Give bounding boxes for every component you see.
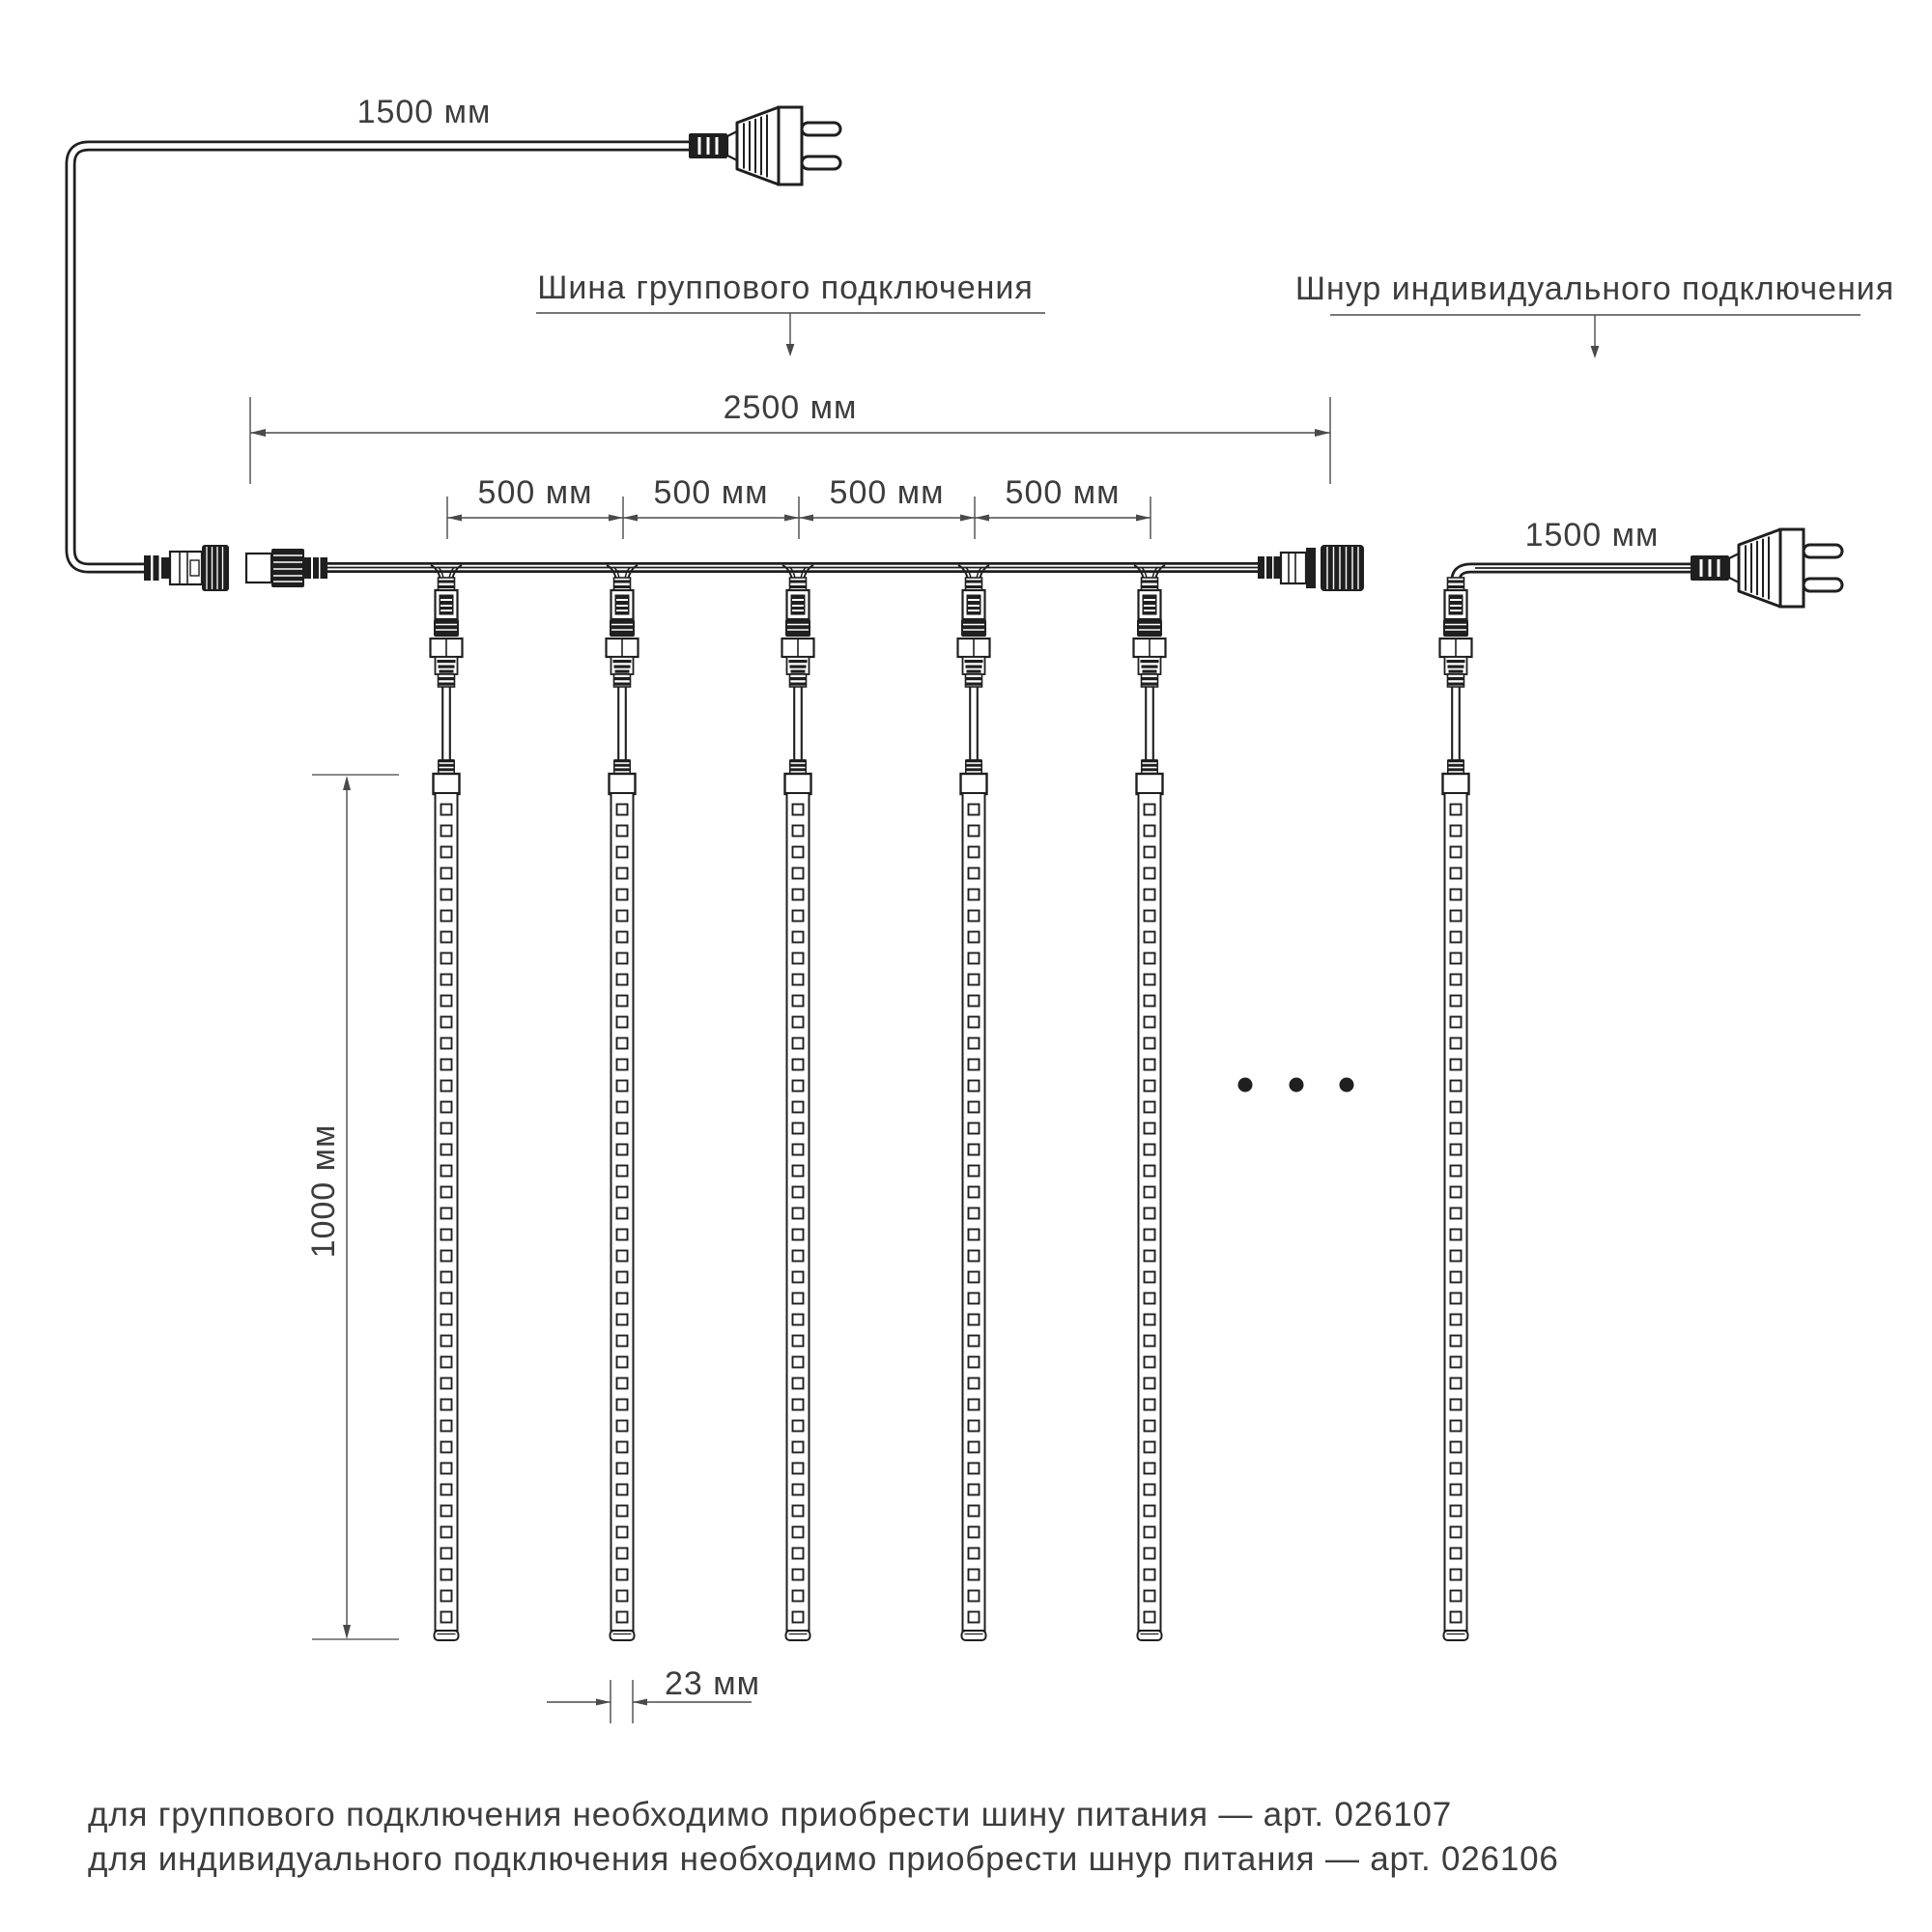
dim-individual-cord-label: 1500 мм [1525,517,1660,554]
ellipsis-dot [1237,1077,1253,1093]
connector-bus-end [1258,545,1364,591]
dim-top-cord-label: 1500 мм [357,94,492,130]
ellipsis-dots [1237,1077,1354,1093]
icicle-tube-unit [1132,576,1167,1642]
icicle-tube-unit [429,576,464,1642]
dimension-tube-diameter: 23 мм [547,1665,760,1723]
label-group-bus: Шина группового подключения [536,270,1045,356]
icicle-tube-unit-individual [1438,576,1473,1642]
dim-segment-3: 500 мм [830,474,945,511]
ellipsis-dot [1289,1077,1304,1093]
group-bus-label: Шина группового подключения [537,270,1034,306]
dimension-top-cord: 1500 мм [357,94,492,130]
dim-segment-2: 500 мм [654,474,769,511]
footnotes: для группового подключения необходимо пр… [88,1796,1559,1878]
individual-cord-label: Шнур индивидуального подключения [1295,270,1894,307]
dimension-bus-total: 2500 мм [249,389,1331,484]
dimension-individual-cord: 1500 мм [1525,517,1660,554]
top-power-plug [687,105,842,186]
dimension-tube-length: 1000 мм [305,774,399,1640]
footnote-line-1: для группового подключения необходимо пр… [88,1796,1452,1833]
dim-tube-diameter-label: 23 мм [665,1665,760,1702]
ellipsis-dot [1339,1077,1354,1093]
dim-bus-total-label: 2500 мм [724,389,858,426]
female-connector-supply-end [144,545,229,591]
footnote-line-2: для индивидуального подключения необходи… [88,1840,1559,1878]
icicle-tube-unit [781,576,815,1642]
dim-tube-length-label: 1000 мм [305,1124,342,1259]
icicle-tubes [429,564,1473,1642]
dimension-segments: 500 мм 500 мм 500 мм 500 мм [446,474,1151,539]
male-connector-bus-start [244,549,327,587]
supply-cord-group-bus [65,140,689,574]
icicle-tube-unit [956,576,991,1642]
label-individual-cord: Шнур индивидуального подключения [1295,270,1894,358]
dim-segment-4: 500 мм [1006,474,1121,511]
right-power-plug [1689,527,1844,609]
individual-cord [1450,562,1690,582]
dim-segment-1: 500 мм [478,474,593,511]
icicle-tube-unit [605,576,639,1642]
